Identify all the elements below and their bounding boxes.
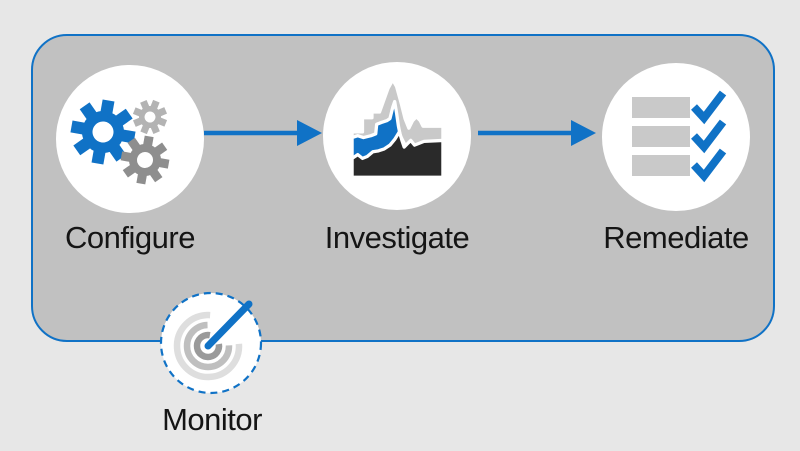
gears-icon <box>70 99 170 185</box>
monitor-label: Monitor <box>162 402 262 437</box>
radar-target-icon <box>159 291 263 395</box>
investigate-circle <box>323 62 471 210</box>
investigate-label: Investigate <box>324 220 470 255</box>
right-arrow-icon <box>204 120 322 146</box>
remediate-label: Remediate <box>603 220 749 255</box>
area-chart-icon <box>350 78 445 179</box>
right-arrow-icon <box>478 120 596 146</box>
configure-label: Configure <box>65 220 195 255</box>
remediate-circle <box>602 63 750 211</box>
configure-circle <box>56 65 204 213</box>
checklist-icon <box>632 90 727 183</box>
